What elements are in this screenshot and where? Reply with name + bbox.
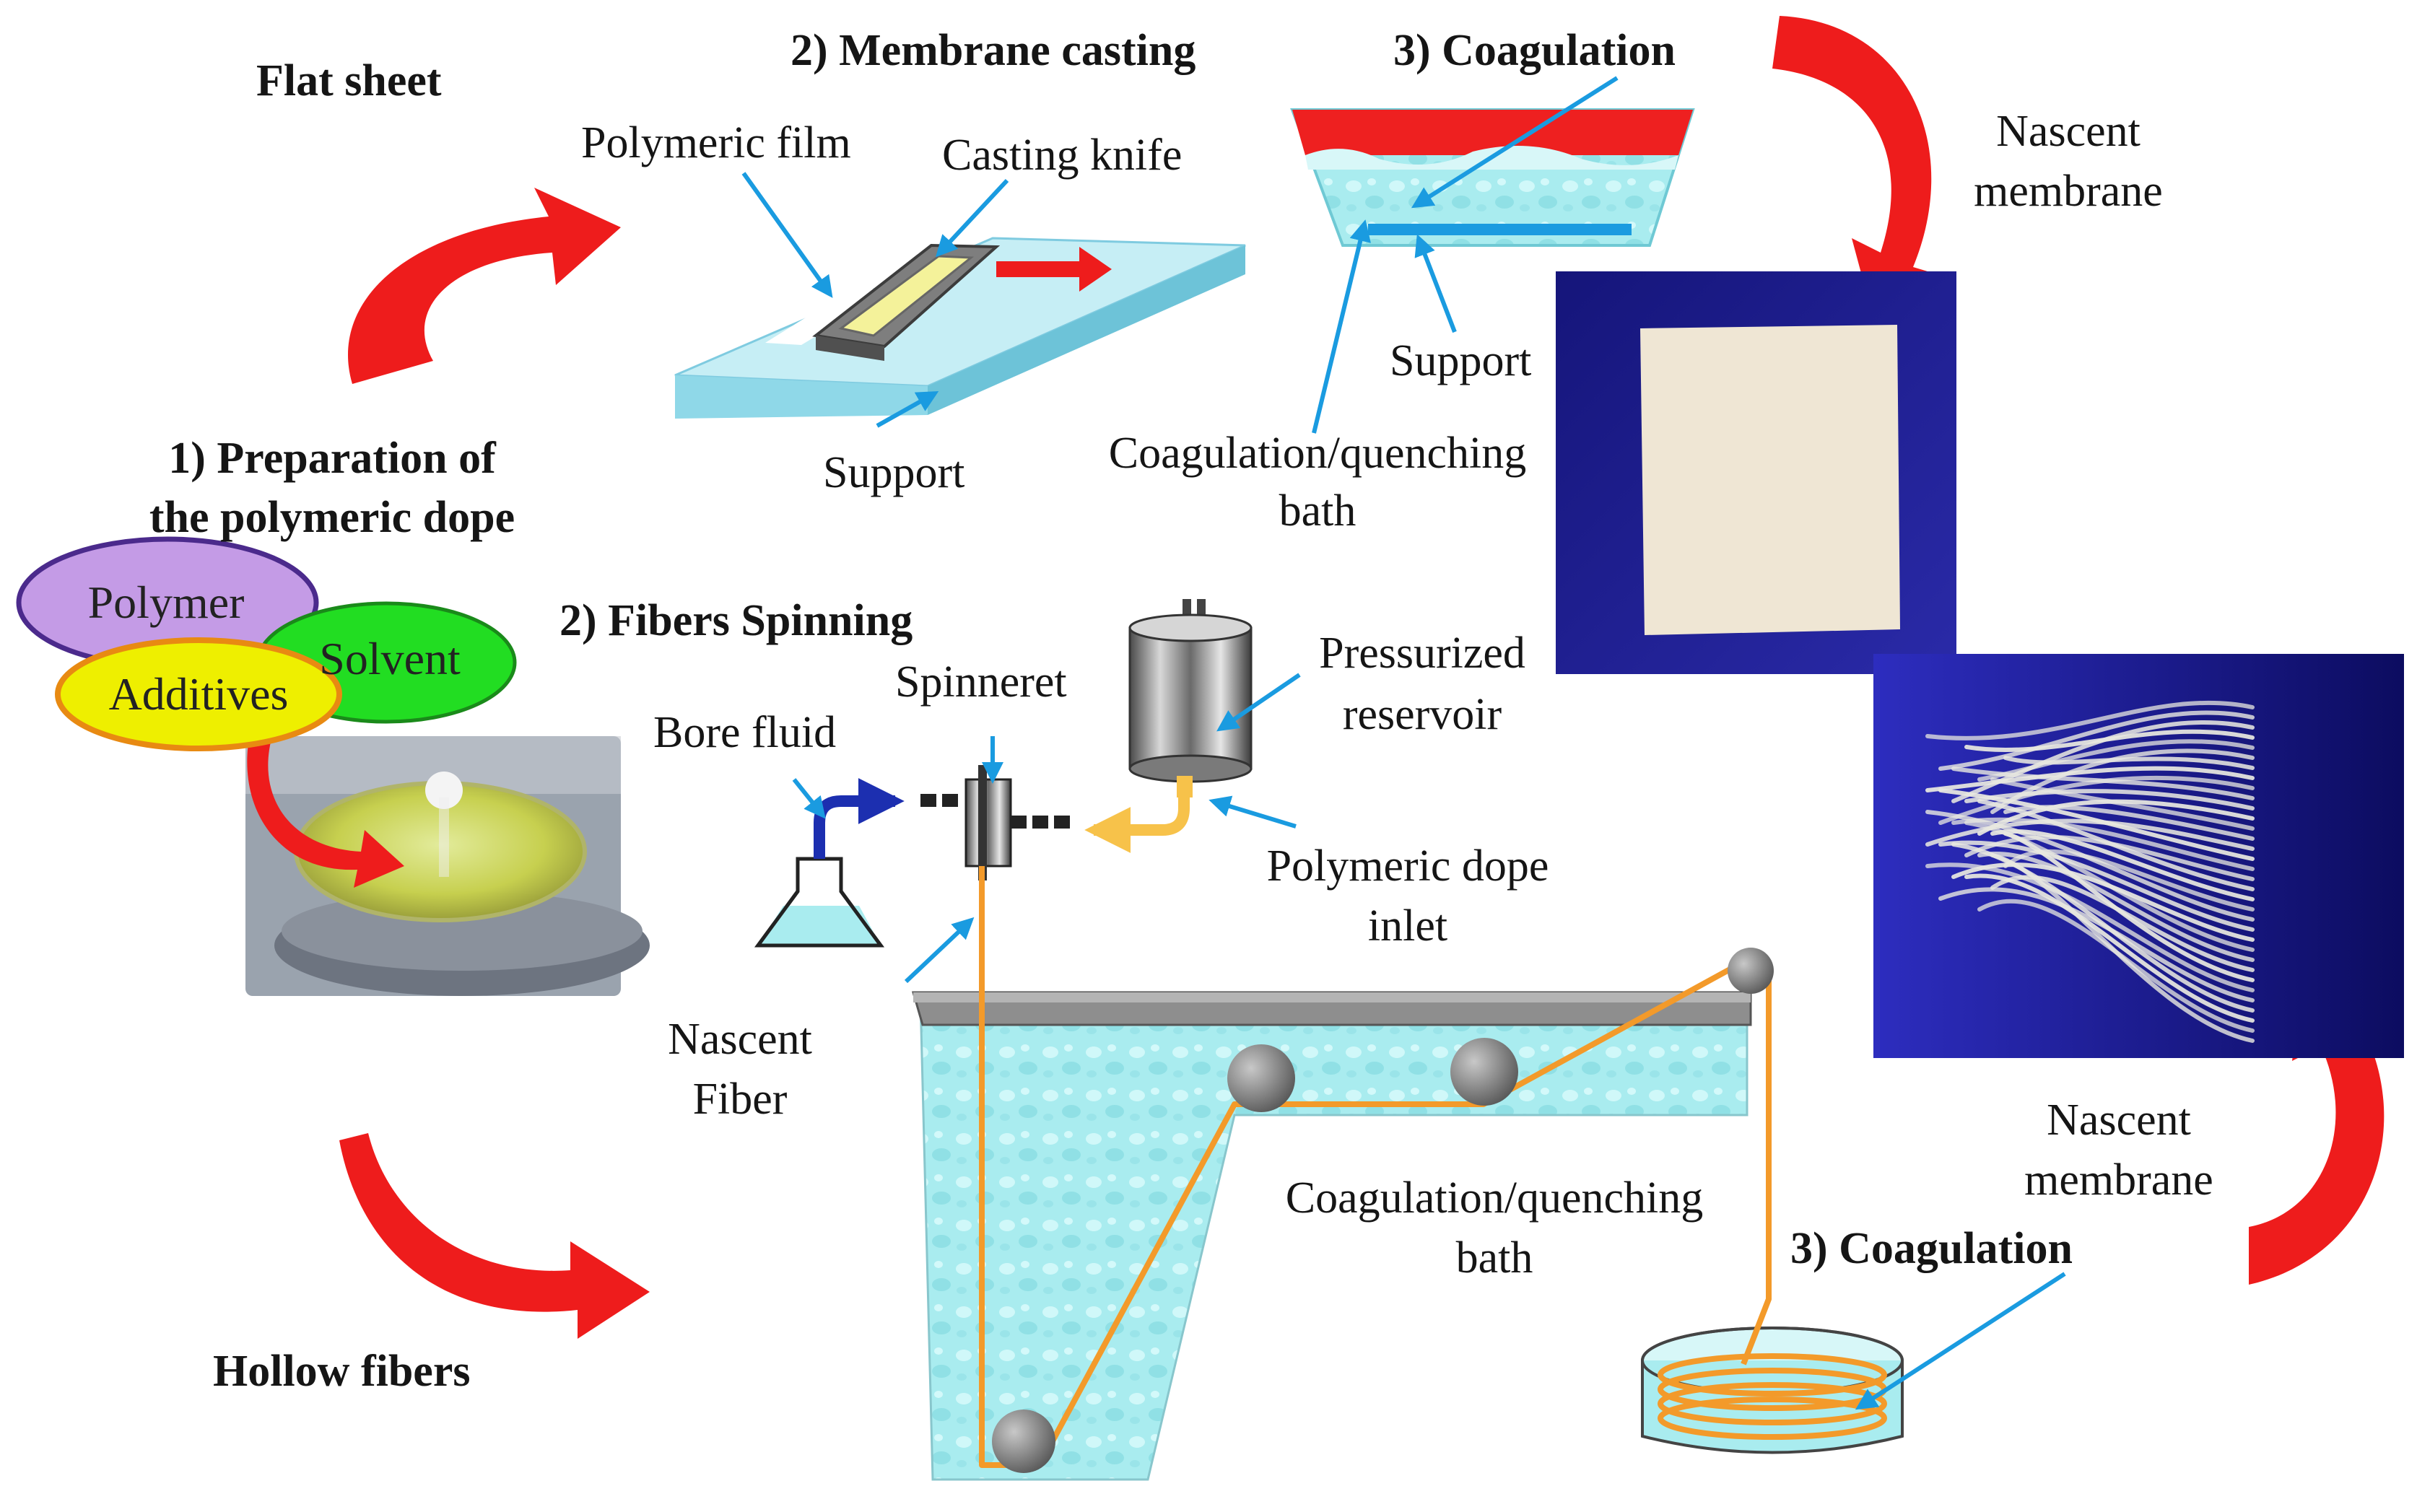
fiber-strand [1925,862,2255,992]
coagulation-top-heading: 3) Coagulation [1393,26,1676,75]
pressurized-reservoir-line2: reservoir [1342,690,1502,739]
fiber-strand [2003,831,2255,982]
pointer-nascent-fiber [904,917,975,984]
coil-bath [1641,1327,1904,1454]
coag-bath-bottom-line1: Coagulation/quenching [1285,1174,1704,1223]
fiber-strand [1925,766,2255,792]
fiber-strand [1990,777,2255,831]
fiber-strand [1990,853,2255,1043]
support-casting-label: Support [823,448,965,497]
additives-label: Additives [108,668,289,720]
fiber-strand [1925,700,2255,740]
nascent-fiber-line1: Nascent [668,1015,812,1064]
flat-sheet-heading: Flat sheet [256,56,442,105]
fiber-strand [2003,805,2255,841]
fiber-strand [1938,710,2255,771]
dope-inlet-line1: Polymeric dope [1266,842,1549,891]
nascent-membrane-bottom-line1: Nascent [2047,1096,2191,1145]
nascent-fiber-line2: Fiber [692,1075,788,1124]
dope-feed-tube [1084,776,1190,853]
bore-fluid-label: Bore fluid [653,708,837,757]
additives-oval [55,637,342,751]
casting-direction-arrow [996,247,1112,292]
pointer-support-bath [1414,234,1457,333]
coag-bath-bottom-line2: bath [1455,1233,1533,1282]
pointer-dope-inlet [1208,795,1297,829]
dope-dish-photo [245,736,650,996]
pointer-casting-knife [935,178,1009,258]
pointer-arrows [741,76,2066,1410]
fiber-strand [2003,849,2255,912]
pointer-coag-top [1411,76,1619,209]
pointer-coag-bottom [1855,1272,2066,1410]
polymer-label: Polymer [87,577,245,628]
coagulation-tank [912,991,1752,1481]
fiber-strand [1977,852,2255,962]
fiber-strand [1951,766,2255,800]
fiber-strand [1938,840,2255,932]
membrane-casting-heading: 2) Membrane casting [791,26,1196,75]
guide-rollers [992,948,1774,1473]
hollow-fiber-photo [1873,654,2404,1058]
pointer-polymeric-film [741,172,833,298]
fiber-strand [1964,873,2255,1023]
pointer-bore-fluid [792,778,826,819]
fiber-strand [2003,756,2255,770]
pressurized-reservoir [1128,599,1253,797]
cycle-arrow-top-right [1772,16,1949,332]
coagulation-bottom-heading: 3) Coagulation [1790,1224,2073,1273]
coag-bath-top-label-line2: bath [1279,486,1356,536]
fiber-strand [1977,739,2255,782]
coagulation-tray [1290,108,1695,247]
bore-fluid-flask [754,857,884,948]
fiber-strand [1964,729,2255,753]
nascent-membrane-top-line2: membrane [1974,167,2163,216]
spinneret [920,765,1070,880]
preparation-heading-line1: 1) Preparation of [168,434,496,483]
fiber-strand [1951,817,2255,871]
bore-fluid-tube [814,778,905,859]
nascent-membrane-bottom-line2: membrane [2024,1155,2213,1205]
nascent-membrane-top-line1: Nascent [1996,107,2141,156]
fibers-spinning-heading: 2) Fibers Spinning [559,596,913,645]
solvent-label: Solvent [319,633,461,684]
dope-inlet-line2: inlet [1367,901,1448,951]
spinneret-label: Spinneret [895,657,1067,707]
fiber-strand [1925,810,2255,922]
polymeric-film-label: Polymeric film [581,118,851,167]
ovals [16,536,517,751]
casting-knife-label: Casting knife [942,131,1183,180]
pointer-bath-top [1312,219,1371,434]
cycle-arrow-top-left [348,188,621,384]
preparation-heading-line2: the polymeric dope [149,493,515,542]
flat-sheet-photo [1556,271,1956,674]
casting-knife [812,243,1001,361]
fiber-strand [1964,789,2255,810]
hollow-fibers-heading: Hollow fibers [213,1347,471,1396]
coag-bath-top-label-line1: Coagulation/quenching [1108,429,1527,478]
pointer-reservoir [1216,673,1301,732]
support-bath-label: Support [1390,336,1532,385]
pointer-support-casting [876,391,939,428]
fiber-strand [1938,788,2255,861]
pressurized-reservoir-line1: Pressurized [1319,629,1525,678]
cycle-arrow-bottom-left [339,1133,650,1339]
dope-transfer-arrow [247,722,404,888]
fiber-strand [1977,799,2255,891]
